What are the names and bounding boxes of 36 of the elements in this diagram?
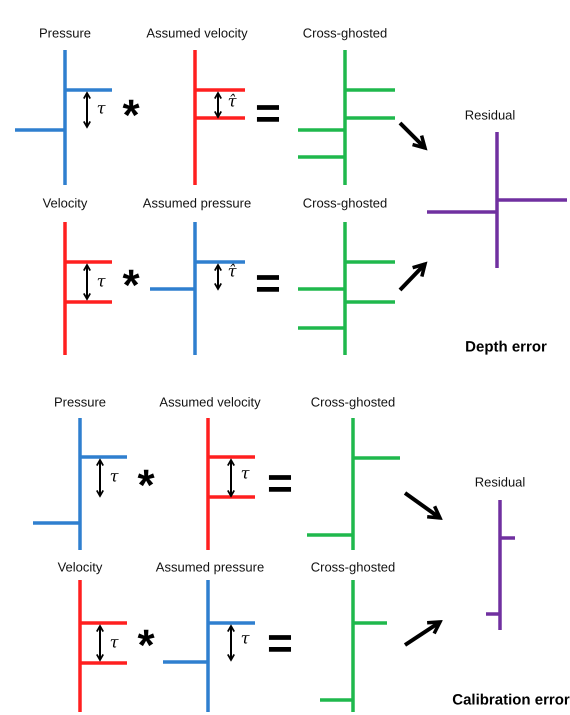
drawing-title: Cross-ghosted — [302, 196, 388, 210]
drawing-title: Pressure — [38, 26, 92, 40]
arrow — [404, 491, 442, 520]
arrow — [398, 262, 427, 292]
operator-symbol: * — [137, 624, 155, 668]
operator-symbol: = — [255, 92, 281, 136]
operator-symbol: = — [255, 262, 281, 306]
operator-symbol: * — [137, 464, 155, 508]
drawing-title: Residual — [474, 474, 526, 490]
operator-symbol: = — [267, 622, 293, 666]
drawing-title: Assumed pressure — [142, 196, 252, 210]
drawing-title: Assumed velocity — [159, 394, 261, 410]
time-delay-symbol: τ — [96, 98, 106, 118]
arrow — [404, 620, 442, 647]
drawing-title: Assumed pressure — [156, 560, 264, 574]
drawing-title: Residual — [464, 108, 516, 122]
drawing-title: Cross-ghosted — [302, 26, 388, 40]
time-delay-symbol: τ — [240, 628, 250, 648]
time-delay-symbol: τ — [110, 466, 118, 486]
error-label: Depth error — [465, 338, 547, 356]
operator-symbol: = — [267, 462, 293, 506]
drawing-title: Velocity — [58, 560, 102, 574]
drawing-title: Cross-ghosted — [310, 394, 396, 410]
time-delay-symbol: τ — [240, 464, 250, 482]
operator-symbol: * — [122, 264, 140, 308]
time-delay-symbol: τ̂ — [228, 262, 236, 280]
drawing-title: Velocity — [42, 196, 88, 210]
time-delay-symbol: τ — [96, 272, 106, 290]
operator-symbol: * — [122, 94, 140, 138]
drawing-title: Pressure — [54, 394, 106, 410]
time-delay-symbol: τ̂ — [228, 92, 236, 110]
error-label: Calibration error — [452, 692, 570, 708]
drawing-title: Assumed velocity — [146, 26, 248, 40]
drawing-title: Cross-ghosted — [310, 560, 396, 574]
arrow — [398, 122, 427, 150]
time-delay-symbol: τ — [110, 632, 118, 652]
